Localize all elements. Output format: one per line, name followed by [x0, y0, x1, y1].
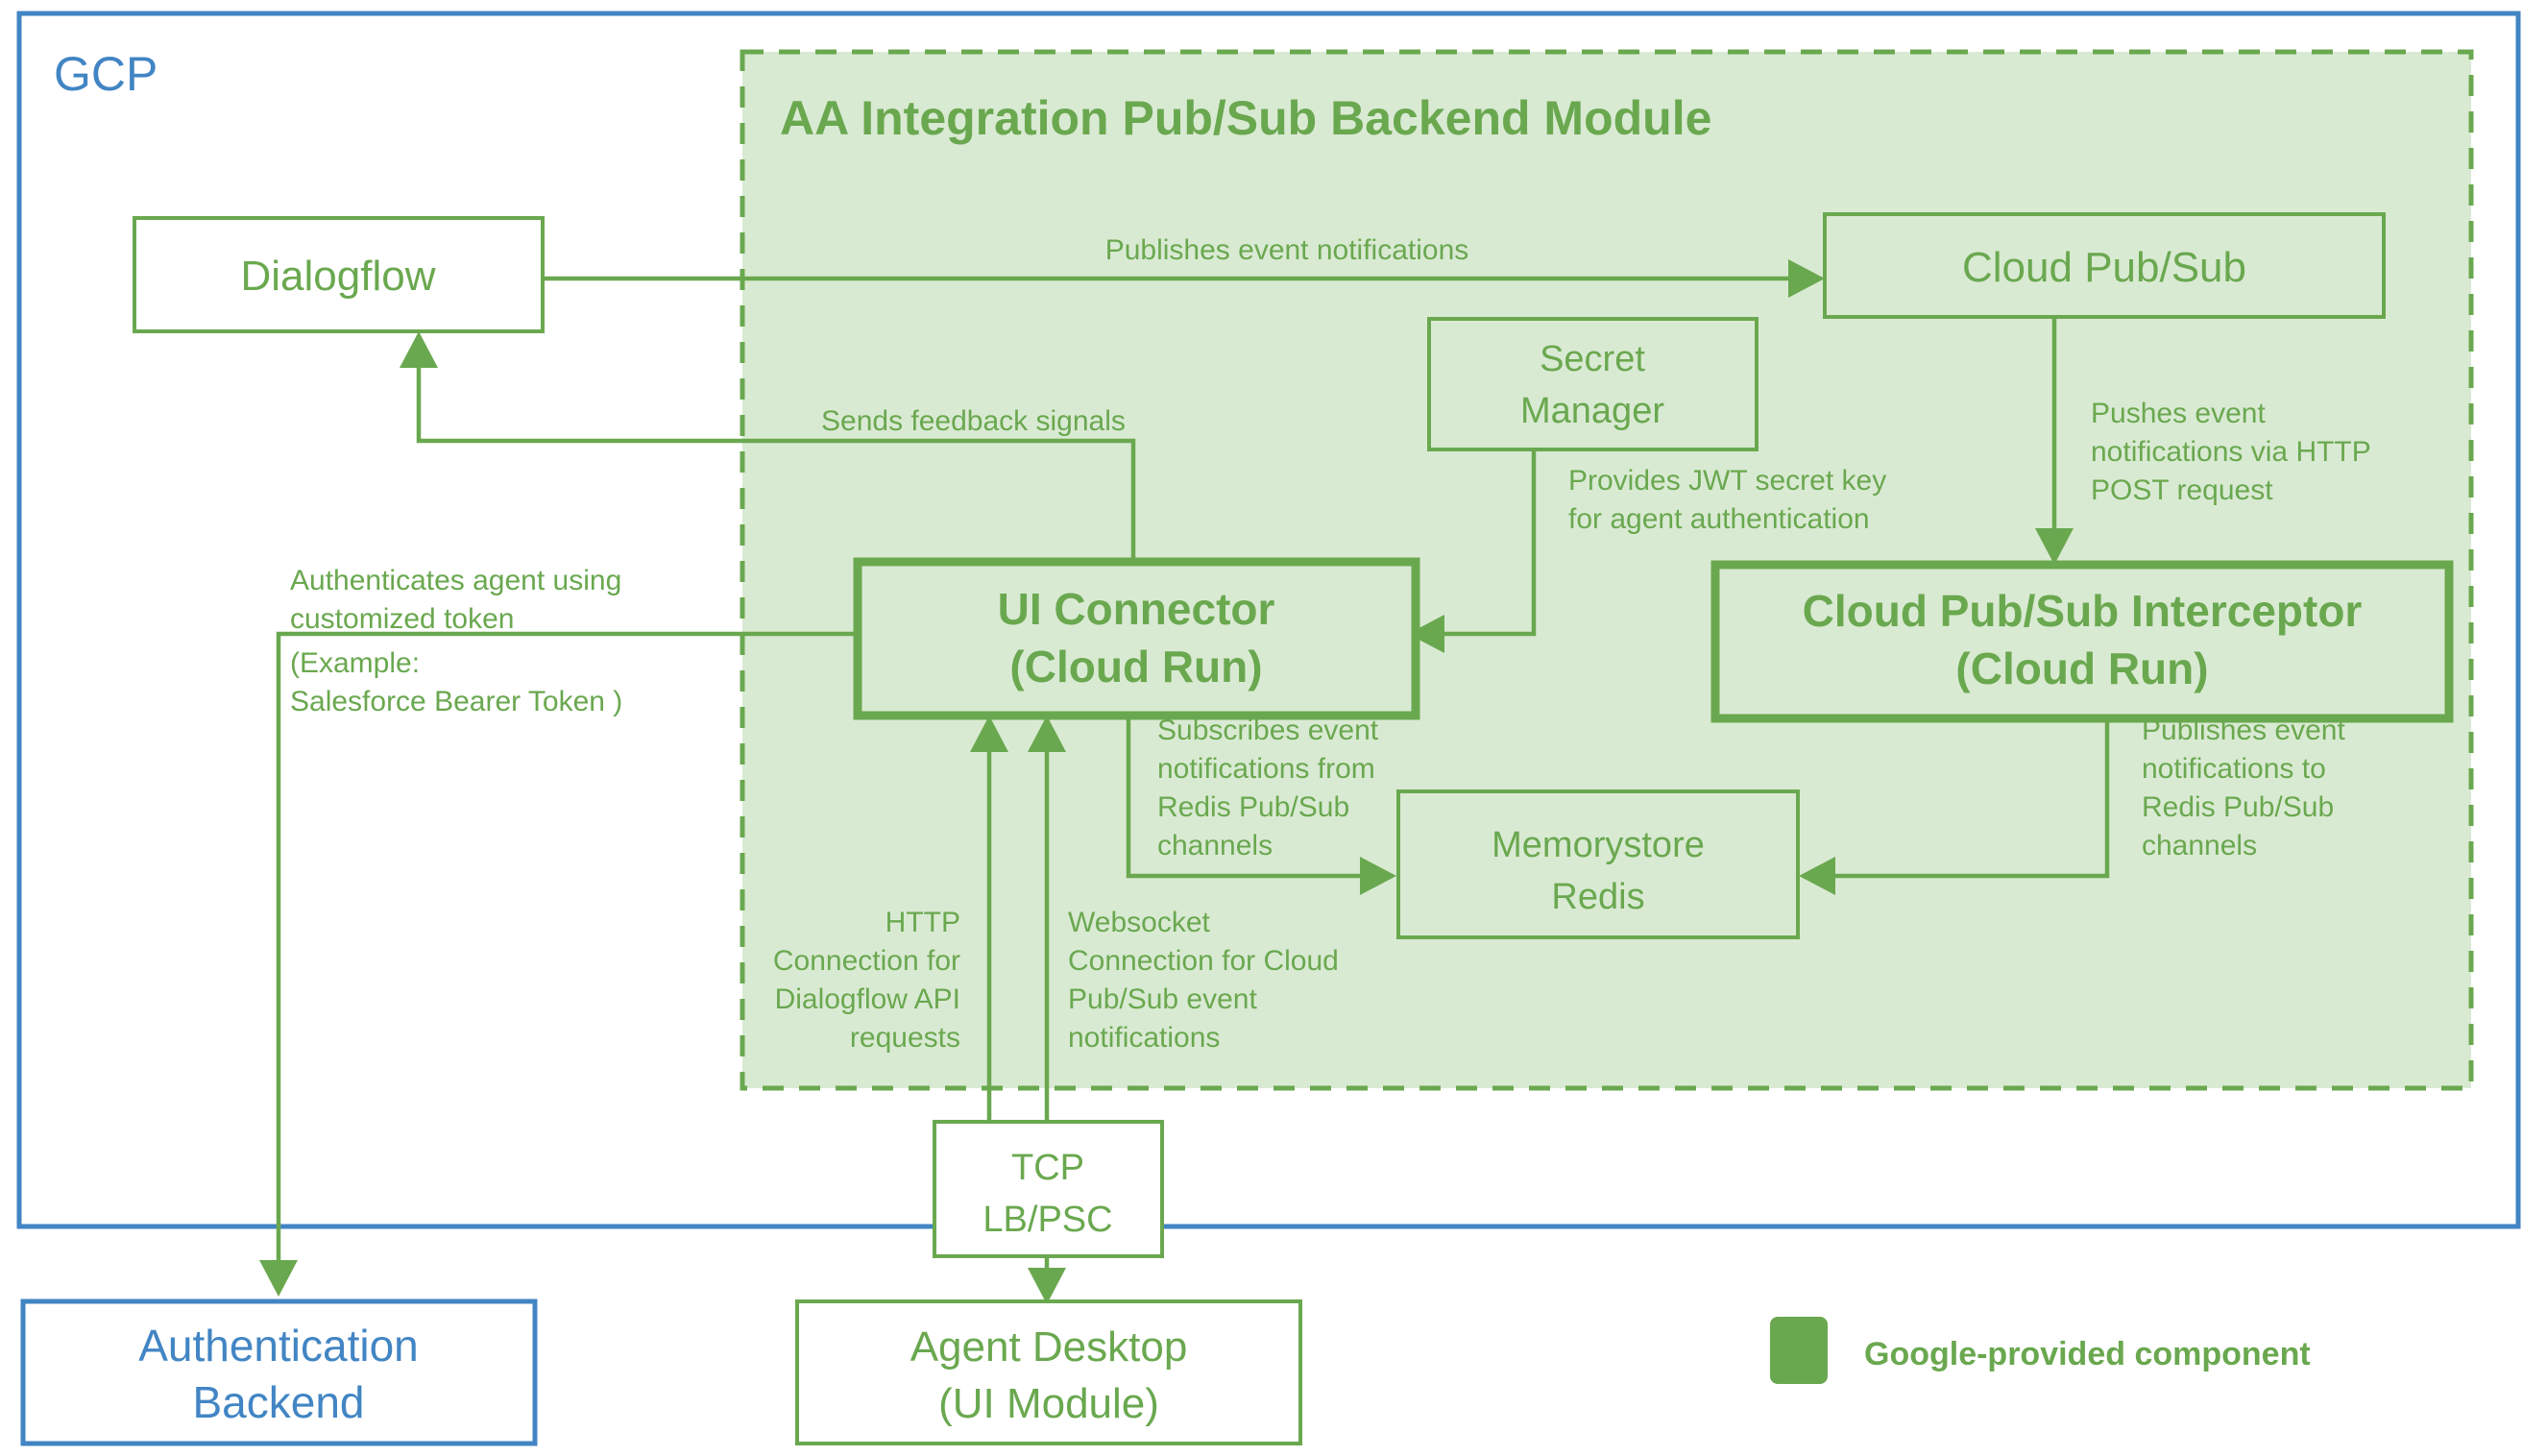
edge-label-pushes-event-line2: notifications via HTTP: [2091, 436, 2371, 468]
node-dialogflow[interactable]: Dialogflow: [133, 216, 545, 333]
edge-label-authenticates-line2: customized token: [290, 603, 514, 635]
edge-tcp-to-agent-desktop: [1028, 1256, 1066, 1304]
edge-label-websocket-line4: notifications: [1068, 1022, 1220, 1054]
memorystore-box[interactable]: [1396, 789, 1800, 939]
gcp-container: [16, 11, 2521, 1229]
auth-backend-line1: Authentication: [138, 1321, 419, 1371]
legend: Google-provided component: [1770, 1317, 2311, 1384]
edge-label-http-line1: HTTP: [885, 907, 960, 938]
edge-label-publishes-to-redis-line4: channels: [2142, 830, 2257, 861]
node-ui-connector[interactable]: UI Connector (Cloud Run): [853, 557, 1420, 720]
ui-connector-box[interactable]: [853, 557, 1420, 720]
edge-pushes-event-notifications: Pushes event notifications via HTTP POST…: [2035, 317, 2371, 565]
legend-swatch: [1770, 1317, 1828, 1384]
memorystore-line2: Redis: [1551, 877, 1644, 917]
edge-provides-jwt-secret-key: Provides JWT secret key for agent authen…: [1408, 449, 1886, 653]
ui-connector-line1: UI Connector: [998, 584, 1275, 634]
cloud-pubsub-box[interactable]: [1823, 212, 2386, 319]
edge-label-http-line2: Connection for: [773, 945, 960, 977]
tcp-lb-line2: LB/PSC: [982, 1200, 1112, 1240]
edge-label-sends-feedback-signals: Sends feedback signals: [821, 405, 1126, 437]
edge-websocket-connection: Websocket Connection for Cloud Pub/Sub e…: [1028, 716, 1339, 1122]
edge-label-provides-jwt-line2: for agent authentication: [1568, 503, 1870, 535]
secret-manager-box[interactable]: [1427, 317, 1759, 451]
edge-label-publishes-to-redis-line3: Redis Pub/Sub: [2142, 791, 2334, 823]
edge-label-websocket-line3: Pub/Sub event: [1068, 983, 1257, 1015]
auth-backend-box[interactable]: [20, 1298, 538, 1446]
edge-label-pushes-event-line3: POST request: [2091, 474, 2273, 506]
edge-label-websocket-line1: Websocket: [1068, 907, 1211, 938]
interceptor-box[interactable]: [1710, 560, 2454, 723]
memorystore-line1: Memorystore: [1492, 825, 1705, 865]
edge-label-subscribes-redis-line4: channels: [1157, 830, 1273, 861]
edge-label-provides-jwt-line1: Provides JWT secret key: [1568, 465, 1886, 497]
edge-label-subscribes-redis-line2: notifications from: [1157, 753, 1375, 785]
node-authentication-backend[interactable]: Authentication Backend: [20, 1298, 538, 1446]
edge-label-http-line4: requests: [850, 1022, 960, 1054]
module-title: AA Integration Pub/Sub Backend Module: [780, 91, 1711, 145]
node-cloud-pubsub-interceptor[interactable]: Cloud Pub/Sub Interceptor (Cloud Run): [1710, 560, 2454, 723]
edge-label-websocket-line2: Connection for Cloud: [1068, 945, 1339, 977]
edge-sends-feedback-signals: Sends feedback signals: [400, 331, 1136, 567]
edge-authenticates-agent: Authenticates agent using customized tok…: [259, 565, 864, 1297]
dialogflow-label: Dialogflow: [241, 253, 436, 300]
gcp-label: GCP: [54, 47, 158, 101]
agent-desktop-line1: Agent Desktop: [910, 1323, 1188, 1371]
secret-manager-line2: Manager: [1520, 391, 1664, 431]
agent-desktop-line2: (UI Module): [938, 1380, 1159, 1427]
edge-http-connection: HTTP Connection for Dialogflow API reque…: [773, 716, 1008, 1122]
edge-label-publishes-to-redis-line2: notifications to: [2142, 753, 2326, 785]
edge-label-publishes-event-notifications: Publishes event notifications: [1105, 234, 1469, 266]
edge-label-authenticates-line1: Authenticates agent using: [290, 565, 621, 596]
ui-connector-line2: (Cloud Run): [1009, 642, 1262, 692]
secret-manager-line1: Secret: [1540, 339, 1645, 379]
tcp-lb-box[interactable]: [933, 1120, 1164, 1258]
agent-desktop-box[interactable]: [795, 1299, 1302, 1445]
cloud-pubsub-label: Cloud Pub/Sub: [1962, 244, 2246, 291]
edge-label-authenticates-line4: Salesforce Bearer Token ): [290, 686, 622, 717]
edge-label-http-line3: Dialogflow API: [775, 983, 960, 1015]
auth-backend-line2: Backend: [192, 1377, 364, 1427]
interceptor-line1: Cloud Pub/Sub Interceptor: [1803, 586, 2363, 636]
interceptor-line2: (Cloud Run): [1955, 643, 2208, 693]
node-cloud-pubsub[interactable]: Cloud Pub/Sub: [1823, 212, 2386, 319]
tcp-lb-line1: TCP: [1011, 1148, 1084, 1188]
dialogflow-box[interactable]: [133, 216, 545, 333]
legend-label: Google-provided component: [1864, 1336, 2311, 1372]
edge-label-authenticates-line3: (Example:: [290, 647, 420, 679]
edge-publishes-event-notifications: Publishes event notifications: [543, 234, 1825, 298]
node-tcp-lb-psc[interactable]: TCP LB/PSC: [933, 1120, 1164, 1258]
node-agent-desktop[interactable]: Agent Desktop (UI Module): [795, 1299, 1302, 1445]
edge-label-pushes-event-line1: Pushes event: [2091, 398, 2266, 429]
edge-label-subscribes-redis-line3: Redis Pub/Sub: [1157, 791, 1349, 823]
node-secret-manager[interactable]: Secret Manager: [1427, 317, 1759, 451]
node-memorystore-redis[interactable]: Memorystore Redis: [1396, 789, 1800, 939]
